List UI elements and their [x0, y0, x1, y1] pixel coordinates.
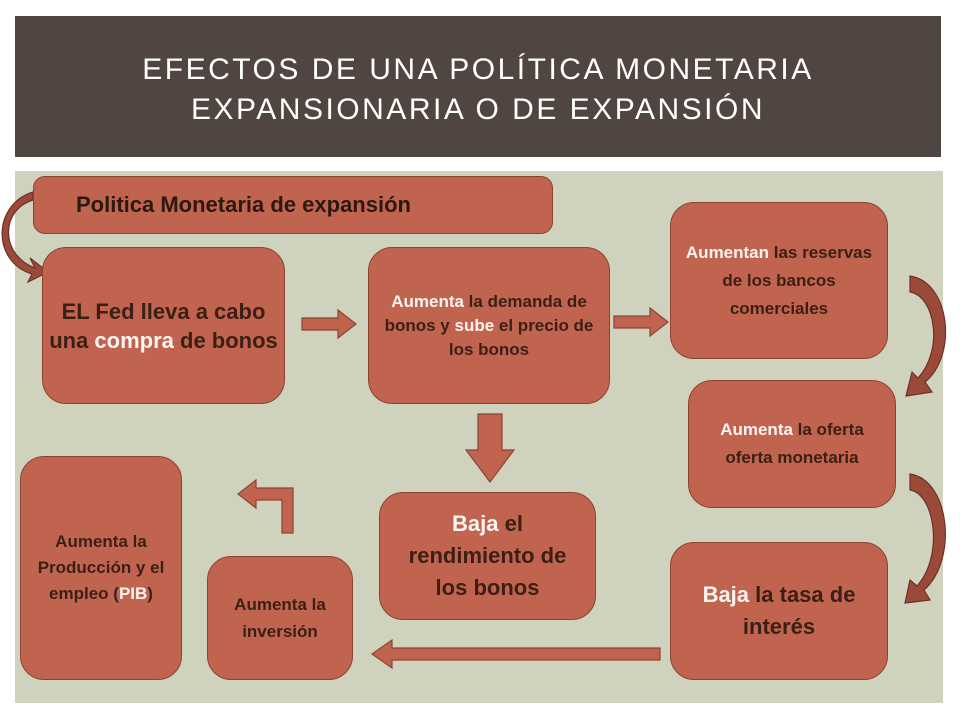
node-fed-text-2: compra: [94, 327, 174, 353]
node-demanda-text-2: la demanda de bonos y: [384, 291, 587, 335]
node-produccion: Aumenta la Producción y el empleo (PIB): [20, 456, 182, 680]
curved-arrow-right-2: [904, 473, 946, 604]
node-tasa: Baja la tasa de interés: [670, 542, 888, 680]
title-line-2: EXPANSIONARIA O DE EXPANSIÓN: [190, 92, 766, 126]
node-produccion-text-2: PIB: [118, 584, 148, 603]
node-reservas: Aumentan las reservas de los bancos come…: [670, 202, 888, 359]
node-demanda-text-1: Aumenta: [391, 291, 464, 311]
title-bar: EFECTOS DE UNA POLÍTICA MONETARIA EXPANS…: [15, 16, 941, 157]
node-demanda: Aumenta la demanda de bonos y sube el pr…: [368, 247, 610, 404]
node-rendimiento-text-2: el rendimiento de los bonos: [408, 511, 567, 600]
node-fed-text-3: de bonos: [173, 327, 278, 353]
curved-arrow-left: [1, 191, 50, 284]
node-demanda-text-4: el precio de los bonos: [448, 315, 594, 359]
header-box: Politica Monetaria de expansión: [33, 176, 553, 234]
node-fed-text-1: EL Fed lleva a cabo una: [49, 298, 266, 353]
node-rendimiento: Baja el rendimiento de los bonos: [379, 492, 596, 620]
node-reservas-text-2: las reservas de los bancos comerciales: [722, 242, 873, 318]
node-oferta-text-1: Aumenta: [720, 420, 793, 439]
slide-title: EFECTOS DE UNA POLÍTICA MONETARIA EXPANS…: [142, 44, 814, 130]
node-produccion-text-1: Aumenta la Producción y el empleo (: [37, 532, 165, 603]
arrow-right-2: [613, 306, 669, 338]
node-fed: EL Fed lleva a cabo una compra de bonos: [42, 247, 285, 404]
node-rendimiento-text-1: Baja: [452, 511, 499, 536]
node-oferta-text-2: la oferta oferta monetaria: [725, 420, 864, 467]
title-line-1: EFECTOS DE UNA POLÍTICA MONETARIA: [142, 52, 814, 86]
arrow-right-1: [301, 308, 357, 340]
node-tasa-text-2: la tasa de interés: [742, 582, 856, 639]
arrow-left-long: [370, 638, 661, 670]
arrow-down: [464, 413, 516, 483]
arrow-bent-up-left: [237, 478, 294, 534]
node-oferta: Aumenta la oferta oferta monetaria: [688, 380, 896, 508]
node-inversion-text: Aumenta la inversión: [234, 595, 326, 641]
node-reservas-text-1: Aumentan: [685, 242, 770, 262]
node-inversion: Aumenta la inversión: [207, 556, 353, 680]
curved-arrow-right-1: [905, 275, 946, 397]
node-produccion-text-3: ): [147, 584, 153, 603]
node-demanda-text-3: sube: [454, 315, 495, 335]
node-tasa-text-1: Baja: [702, 582, 750, 607]
